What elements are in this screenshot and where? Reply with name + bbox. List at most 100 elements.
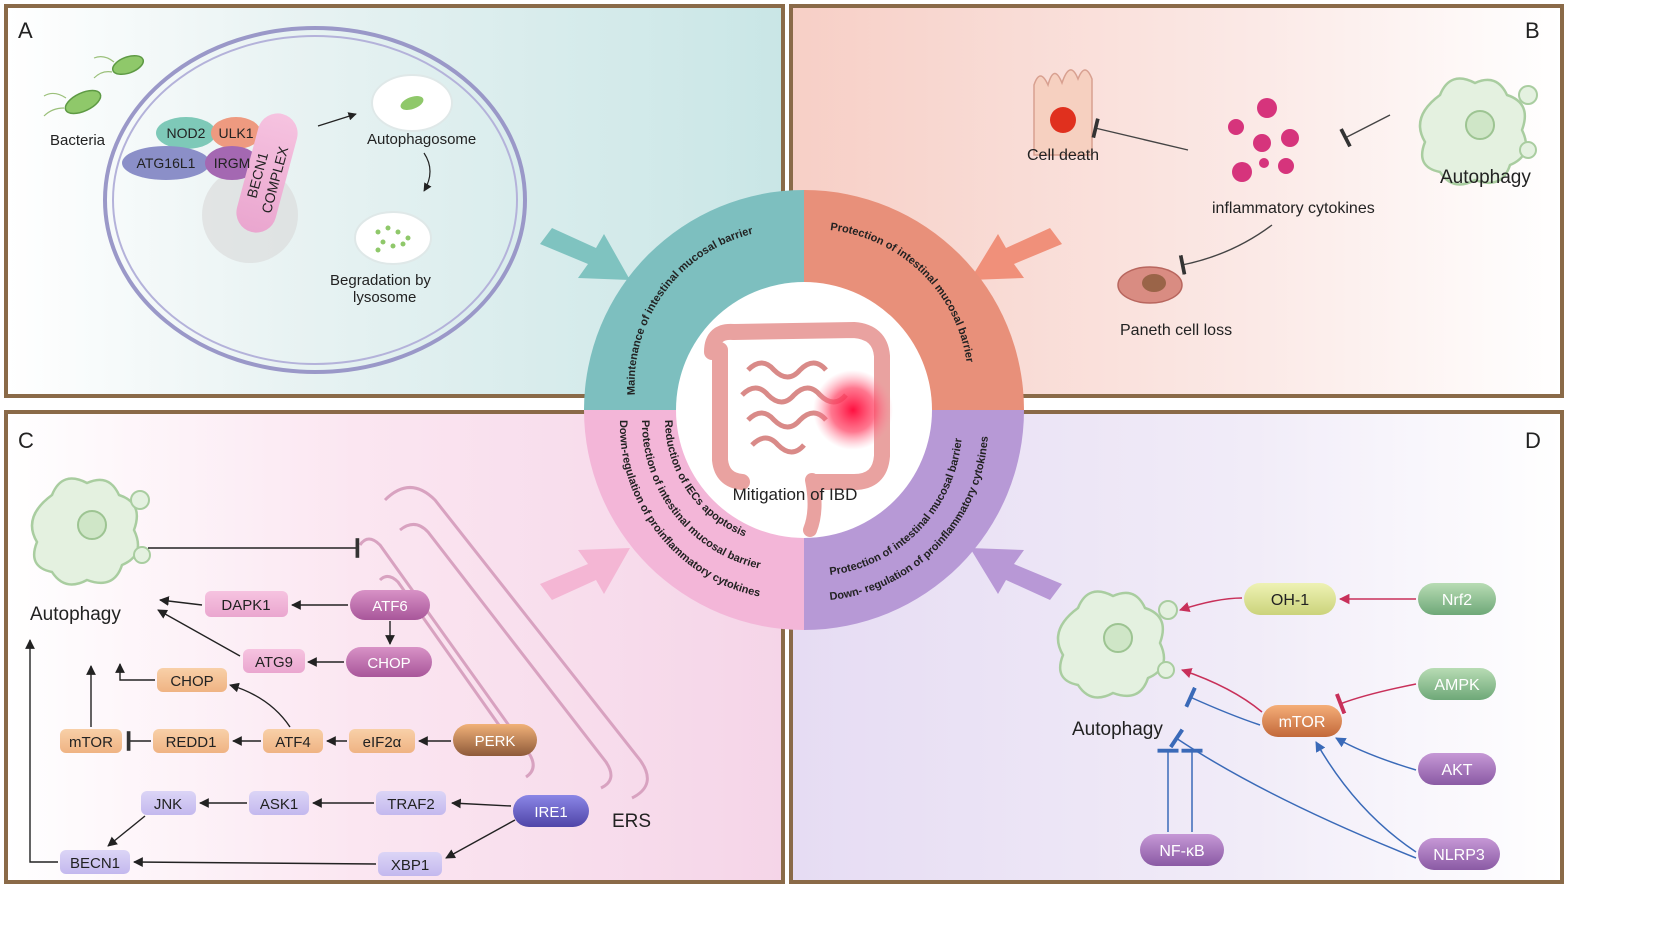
- autophagy-cell-icon: [1418, 77, 1538, 186]
- oh1-node: [1244, 583, 1336, 615]
- traf2-node: [376, 791, 446, 815]
- panel-c-edges: [25, 596, 516, 867]
- arrow-b-to-center: [970, 228, 1062, 280]
- autophagy-label-c: Autophagy: [30, 604, 121, 625]
- mtor-label: mTOR: [69, 734, 113, 751]
- panel-d-edges: [1157, 593, 1417, 859]
- redd1-node: [153, 729, 229, 753]
- bacterium-icon: [93, 54, 145, 79]
- ampk-node: [1418, 668, 1496, 700]
- atf4-label: ATF4: [275, 734, 311, 751]
- autophagy-cell-icon: [1056, 590, 1178, 699]
- atf6-node: [350, 590, 430, 620]
- dying-cell-nucleus: [1050, 107, 1076, 133]
- cytokines-label: inflammatory cytokines: [1212, 200, 1375, 217]
- ask1-node: [249, 791, 309, 815]
- arrow-to-autophagosome: [317, 112, 357, 127]
- panel-c: Autophagy DAPK1 ATF6 ATG9 CHOP CHOP mTOR…: [25, 477, 651, 876]
- ire1-node: [513, 795, 589, 827]
- panel-d-letter: D: [1525, 428, 1541, 453]
- intestine-icon: [704, 321, 893, 537]
- ampk-label: AMPK: [1434, 677, 1480, 694]
- eif2a-node: [349, 729, 415, 753]
- center-ring: Mitigation of IBD Maintenance of intesti…: [584, 190, 1024, 630]
- endoplasmic-reticulum-icon: [358, 486, 649, 800]
- ask1-label: ASK1: [260, 796, 298, 813]
- atg16l1-protein: [122, 146, 210, 180]
- perk-node: [453, 724, 537, 756]
- xbp1-label: XBP1: [391, 857, 429, 874]
- akt-label: AKT: [1441, 762, 1472, 779]
- paneth-label: Paneth cell loss: [1120, 322, 1232, 339]
- atg16l1-label: ATG16L1: [137, 155, 196, 171]
- panel-a-letter: A: [18, 18, 33, 43]
- autophagy-cell-icon: [30, 477, 151, 586]
- panel-c-letter: C: [18, 428, 34, 453]
- nrf2-node: [1418, 583, 1496, 615]
- autophagy-label: Autophagy: [1440, 167, 1531, 188]
- nrf2-label: Nrf2: [1442, 592, 1472, 609]
- arrow-a-to-center: [540, 228, 630, 280]
- akt-node: [1418, 753, 1496, 785]
- nod2-protein: [156, 117, 216, 149]
- mtor-node: [60, 729, 122, 753]
- mtor-d-node: [1262, 705, 1342, 737]
- bacteria-label: Bacteria: [50, 132, 106, 149]
- center-label: Mitigation of IBD: [733, 485, 858, 504]
- atg9-label: ATG9: [255, 654, 293, 671]
- inhibit-paneth-loss: [1178, 224, 1273, 275]
- bacterium-icon: [43, 89, 102, 117]
- irgm-label: IRGM: [214, 155, 251, 171]
- cytokines-icon: [1228, 98, 1299, 182]
- chop-right-label: CHOP: [367, 655, 410, 672]
- panel-d: Autophagy OH-1 Nrf2 AMPK mTOR AKT NLRP3 …: [1056, 583, 1500, 870]
- xbp1-node: [378, 852, 442, 876]
- panel-a: Bacteria NOD2 ULK1 ATG16L1 IRGM BECN1 CO…: [43, 26, 527, 374]
- jnk-label: JNK: [154, 796, 182, 813]
- redd1-label: REDD1: [166, 734, 217, 751]
- becn1-label: BECN1: [70, 855, 120, 872]
- chop-right-node: [346, 647, 432, 677]
- traf2-label: TRAF2: [387, 796, 435, 813]
- atf6-label: ATF6: [372, 598, 408, 615]
- arrow-to-lysosome: [423, 152, 432, 192]
- becn1-node: [60, 850, 130, 874]
- dapk1-node: [205, 591, 288, 617]
- cell-membrane-inner: [112, 35, 518, 365]
- autophagy-label-d: Autophagy: [1072, 719, 1163, 740]
- dapk1-label: DAPK1: [221, 597, 270, 614]
- cell-death-label: Cell death: [1027, 147, 1099, 164]
- ulk1-label: ULK1: [218, 125, 253, 141]
- irgm-protein: [205, 146, 259, 180]
- nfkb-label: NF-κB: [1159, 843, 1204, 860]
- nod2-label: NOD2: [167, 125, 206, 141]
- ulk1-protein: [211, 117, 261, 149]
- oh1-label: OH-1: [1271, 592, 1309, 609]
- arrow-c-to-center: [540, 548, 630, 600]
- nlrp3-label: NLRP3: [1433, 847, 1485, 864]
- jnk-node: [141, 791, 196, 815]
- autophagosome-label: Autophagosome: [367, 131, 476, 148]
- becn1-complex: [236, 113, 298, 233]
- mtor-d-label: mTOR: [1279, 714, 1326, 731]
- chop-left-node: [157, 668, 227, 692]
- degradation-label-line2: lysosome: [353, 289, 416, 306]
- chop-left-label: CHOP: [170, 673, 213, 690]
- arrow-d-to-center: [970, 548, 1062, 600]
- perk-label: PERK: [475, 733, 516, 750]
- panel-b-letter: B: [1525, 18, 1540, 43]
- degradation-label-line1: Begradation by: [330, 272, 431, 289]
- lysosome-icon: [354, 211, 432, 265]
- atg9-node: [243, 649, 305, 673]
- cell-membrane-outer: [103, 26, 527, 374]
- autophagy-inhibits-cytokines: [1339, 114, 1391, 148]
- nfkb-node: [1140, 834, 1224, 866]
- inhibit-cell-death: [1091, 118, 1189, 151]
- nlrp3-node: [1418, 838, 1500, 870]
- eif2a-label: eIF2α: [363, 734, 402, 751]
- panel-b: Cell death Autophagy inflammatory cytoki…: [1027, 69, 1538, 339]
- atf4-node: [263, 729, 323, 753]
- ire1-label: IRE1: [534, 804, 567, 821]
